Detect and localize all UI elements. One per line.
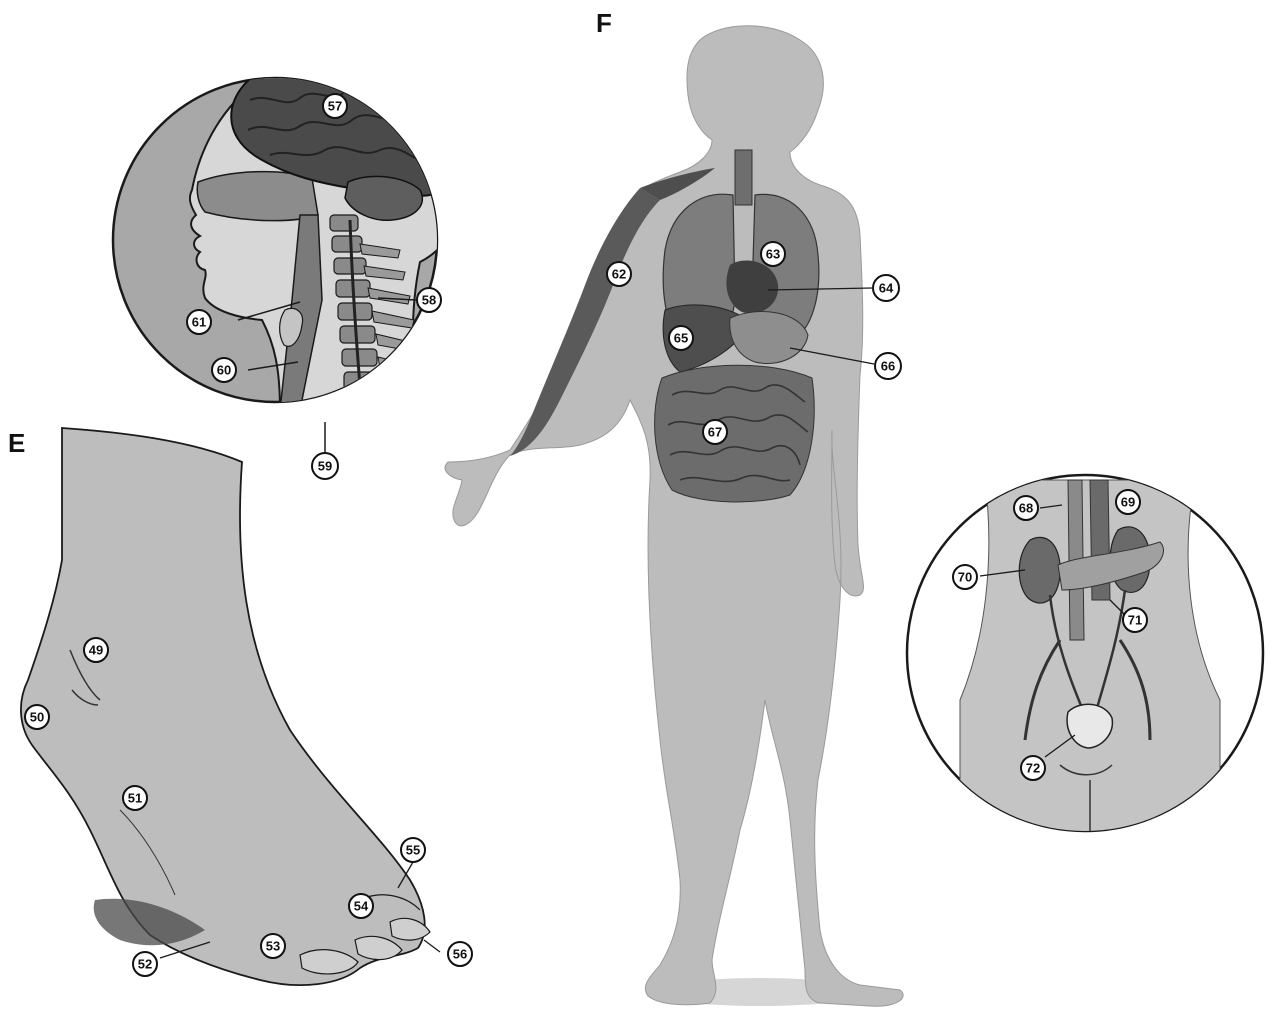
callout-64: 64 xyxy=(873,275,899,301)
svg-text:49: 49 xyxy=(89,643,103,658)
callout-70: 70 xyxy=(953,565,977,589)
callout-57: 57 xyxy=(323,94,347,118)
svg-text:51: 51 xyxy=(128,791,142,806)
svg-text:68: 68 xyxy=(1019,501,1033,516)
callout-50: 50 xyxy=(25,705,49,729)
callout-63: 63 xyxy=(761,242,785,266)
svg-text:52: 52 xyxy=(138,957,152,972)
callout-55: 55 xyxy=(401,838,425,862)
svg-text:67: 67 xyxy=(708,425,722,440)
callout-67: 67 xyxy=(703,420,727,444)
body-illustration xyxy=(445,26,903,1007)
svg-text:59: 59 xyxy=(318,459,332,474)
callout-66: 66 xyxy=(875,353,901,379)
svg-text:63: 63 xyxy=(766,247,780,262)
callout-53: 53 xyxy=(261,934,285,958)
svg-text:57: 57 xyxy=(328,99,342,114)
svg-text:69: 69 xyxy=(1121,495,1135,510)
callout-54: 54 xyxy=(349,894,373,918)
callout-72: 72 xyxy=(1021,756,1045,780)
callout-56: 56 xyxy=(448,942,472,966)
svg-text:72: 72 xyxy=(1026,761,1040,776)
callout-71: 71 xyxy=(1123,608,1147,632)
callout-62: 62 xyxy=(607,262,631,286)
svg-text:62: 62 xyxy=(612,267,626,282)
callout-60: 60 xyxy=(212,358,236,382)
head-neck-inset xyxy=(113,50,463,452)
svg-text:66: 66 xyxy=(881,359,895,374)
svg-text:64: 64 xyxy=(879,281,894,296)
svg-text:50: 50 xyxy=(30,710,44,725)
callout-61: 61 xyxy=(187,310,211,334)
svg-text:60: 60 xyxy=(217,363,231,378)
svg-text:65: 65 xyxy=(674,331,688,346)
callout-65: 65 xyxy=(669,326,693,350)
callout-49: 49 xyxy=(84,638,108,662)
callout-58: 58 xyxy=(417,288,441,312)
callout-52: 52 xyxy=(133,952,157,976)
svg-text:71: 71 xyxy=(1128,613,1142,628)
callout-51: 51 xyxy=(123,786,147,810)
svg-text:54: 54 xyxy=(354,899,369,914)
callout-68: 68 xyxy=(1014,496,1038,520)
svg-text:58: 58 xyxy=(422,293,436,308)
svg-text:53: 53 xyxy=(266,939,280,954)
svg-text:61: 61 xyxy=(192,315,206,330)
svg-text:56: 56 xyxy=(453,947,467,962)
callout-59: 59 xyxy=(312,453,338,479)
svg-text:70: 70 xyxy=(958,570,972,585)
foot-illustration xyxy=(21,428,440,985)
urinary-inset xyxy=(907,475,1263,840)
svg-text:55: 55 xyxy=(406,843,420,858)
callout-69: 69 xyxy=(1116,490,1140,514)
